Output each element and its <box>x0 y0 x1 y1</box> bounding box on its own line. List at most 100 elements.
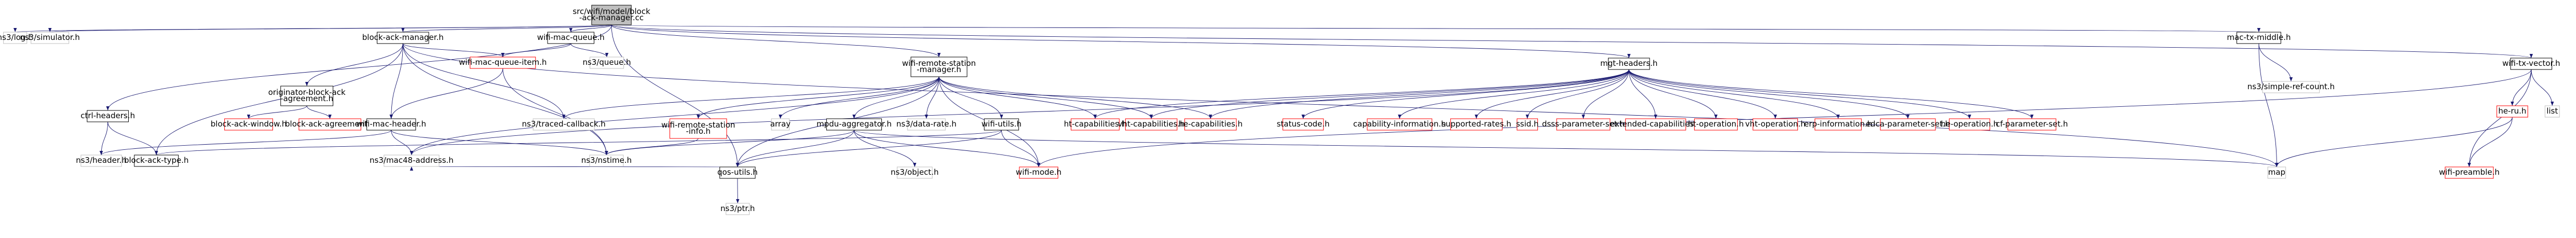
node-label: ns3/mac48-address.h <box>370 156 454 165</box>
node-heru[interactable]: he-ru.h <box>2496 105 2528 118</box>
node-label: block-ack-window.h <box>211 119 287 129</box>
node-box <box>2007 118 2056 131</box>
node-baagr[interactable]: block-ack-agreement.h <box>285 118 375 131</box>
node-simulator: ns3/simulator.h <box>20 32 80 44</box>
node-label: he-capabilities.h <box>1178 119 1243 129</box>
node-label: mpdu-aggregator.h <box>816 119 892 129</box>
node-batype[interactable]: block-ack-type.h <box>124 155 189 167</box>
node-box <box>590 57 624 69</box>
edge-wmqi-to-nstime <box>502 68 608 156</box>
node-label: wifi-tx-vector.h <box>2502 59 2560 68</box>
node-hecap[interactable]: he-capabilities.h <box>1178 118 1243 131</box>
node-capinfo[interactable]: capability-information.h <box>1353 118 1446 131</box>
edge-mgt-to-cfp <box>1628 69 2034 119</box>
node-box <box>1450 118 1503 131</box>
node-wtv[interactable]: wifi-tx-vector.h <box>2502 58 2560 70</box>
node-label: -info.h <box>686 127 711 136</box>
node-ctrl[interactable]: ctrl-headers.h <box>80 110 135 122</box>
node-label: ns3/data-rate.h <box>896 119 957 129</box>
node-box <box>2445 166 2494 179</box>
node-wmh[interactable]: wifi-mac-header.h <box>356 118 426 131</box>
node-box <box>224 118 273 131</box>
edge-mgt-to-capinfo <box>1398 69 1629 119</box>
edge-wmqi-to-wmh <box>389 68 503 119</box>
edge-bam-to-nstime <box>402 43 608 156</box>
node-box <box>1184 118 1237 131</box>
node-label: -ack-manager.cc <box>579 13 644 22</box>
node-box <box>984 118 1019 131</box>
node-qosutils[interactable]: qos-utils.h <box>717 166 758 179</box>
edge-layer <box>14 24 2554 204</box>
node-suprates[interactable]: supported-rates.h <box>1441 118 1511 131</box>
node-mac48: ns3/mac48-address.h <box>370 155 454 167</box>
node-htcap[interactable]: ht-capabilities.h <box>1064 118 1126 131</box>
node-wrsi[interactable]: wifi-remote-station-info.h <box>661 118 735 139</box>
node-vhtop[interactable]: vht-operation.h <box>1745 118 1805 131</box>
node-label: ns3/log.h <box>0 33 33 42</box>
node-dsss[interactable]: dsss-parameter-set.h <box>1542 118 1625 131</box>
edge-wrsm-to-datarate <box>924 76 939 119</box>
node-box <box>896 166 933 179</box>
node-status[interactable]: status-code.h <box>1277 118 1330 131</box>
node-erp[interactable]: erp-information.h <box>1804 118 1872 131</box>
node-box <box>2510 58 2553 70</box>
node-extcap[interactable]: extended-capabilities.h <box>1610 118 1701 131</box>
edge-mtm-to-map <box>2258 43 2279 167</box>
node-label: wifi-mac-queue-item.h <box>459 58 547 67</box>
node-label: wifi-utils.h <box>982 119 1021 129</box>
node-label: block-ack-type.h <box>124 156 189 165</box>
node-box <box>1367 118 1433 131</box>
edge-wtv-to-heru <box>2511 69 2532 106</box>
node-mtm[interactable]: mac-tx-middle.h <box>2227 32 2291 44</box>
edge-wmh-to-header <box>100 130 392 156</box>
node-box <box>2544 105 2560 118</box>
node-root[interactable]: src/wifi/model/block-ack-manager.cc <box>573 5 650 25</box>
node-wmq[interactable]: wifi-mac-queue.h <box>537 32 605 44</box>
node-log: ns3/log.h <box>0 32 33 44</box>
node-wrsm[interactable]: wifi-remote-station-manager.h <box>902 57 976 77</box>
node-layer: src/wifi/model/block-ack-manager.cc ns3/l… <box>0 5 2560 215</box>
node-bam[interactable]: block-ack-manager.h <box>362 32 444 44</box>
edge-mgt-to-extcap <box>1628 69 1658 119</box>
node-label: status-code.h <box>1277 119 1330 129</box>
node-tracedcb: ns3/traced-callback.h <box>522 118 606 131</box>
edge-mgt-to-status <box>1301 69 1629 119</box>
node-box <box>3 32 28 44</box>
node-array: array <box>770 118 790 131</box>
node-vhtcap[interactable]: vht-capabilities.h <box>1117 118 1185 131</box>
edge-bam-to-obaa <box>305 43 403 87</box>
edge-wmh-to-mac48 <box>391 130 414 156</box>
node-wmode[interactable]: wifi-mode.h <box>1016 166 1061 179</box>
node-wpreamble[interactable]: wifi-preamble.h <box>2439 166 2500 179</box>
edge-mgt-to-heop <box>1628 69 1971 119</box>
node-label: ns3/object.h <box>891 167 938 177</box>
node-nstime: ns3/nstime.h <box>581 155 632 167</box>
node-label: ns3/nstime.h <box>581 156 632 165</box>
edge-root-to-bam <box>401 24 612 33</box>
node-wmqi[interactable]: wifi-mac-queue-item.h <box>459 57 547 69</box>
edge-wmq-to-queue <box>570 43 609 58</box>
node-htop[interactable]: ht-operation.h <box>1688 118 1744 131</box>
node-mgt[interactable]: mgt-headers.h <box>1600 58 1658 70</box>
node-box <box>1125 118 1178 131</box>
node-heop[interactable]: he-operation.h <box>1941 118 1998 131</box>
node-baw[interactable]: block-ack-window.h <box>211 118 287 131</box>
node-cfp[interactable]: cf-parameter-set.h <box>1996 118 2068 131</box>
node-box <box>1019 166 1058 179</box>
node-edca[interactable]: edca-parameter-set.h <box>1866 118 1950 131</box>
node-label: he-operation.h <box>1941 119 1998 129</box>
node-wutils[interactable]: wifi-utils.h <box>982 118 1021 131</box>
node-label: ht-capabilities.h <box>1064 119 1126 129</box>
node-box <box>589 155 624 167</box>
node-box <box>910 57 967 77</box>
node-ssid[interactable]: ssid.h <box>1516 118 1539 131</box>
node-box <box>670 118 727 139</box>
node-mpdu[interactable]: mpdu-aggregator.h <box>816 118 892 131</box>
node-box <box>1556 118 1611 131</box>
node-obaa[interactable]: originator-block-ack-agreement.h <box>268 86 346 106</box>
edge-bam-to-wmqi <box>402 43 505 58</box>
node-label: cf-parameter-set.h <box>1996 119 2068 129</box>
edge-mgt-to-htop <box>1628 69 1718 119</box>
edge-wrsm-to-array <box>779 76 939 119</box>
